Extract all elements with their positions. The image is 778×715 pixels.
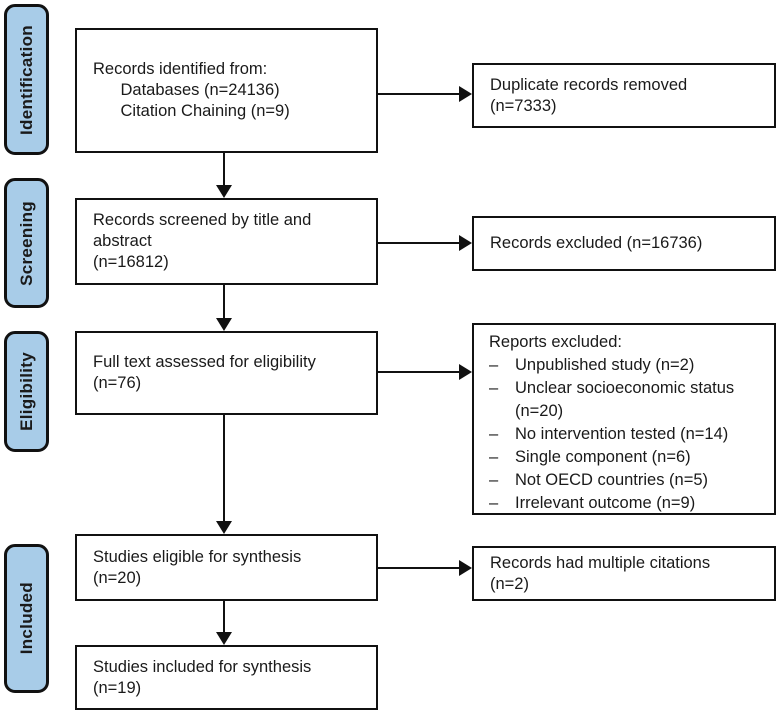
list-item-dash: – (489, 425, 499, 443)
box-studies-eligible-line2: (n=20) (93, 568, 142, 587)
list-item-text: Not OECD countries (n=5) (515, 471, 709, 489)
stage-label-eligibility: Eligibility (4, 331, 49, 452)
box-records-excluded-line1: Records excluded (n=16736) (490, 234, 703, 252)
list-item-dash: – (489, 356, 499, 374)
arrow-eligible-to-included-line (223, 601, 225, 632)
box-fulltext-assessed-line1: Full text assessed for eligibility (93, 353, 316, 371)
box-records-screened-line1: Records screened by title and (93, 211, 312, 229)
arrow-to-reports-excluded-head (459, 364, 472, 380)
stage-label-included-text: Included (16, 582, 36, 655)
box-studies-included-line2: (n=19) (93, 678, 142, 697)
list-item-text: No intervention tested (n=14) (515, 425, 729, 443)
box-multiple-citations-line1: Records had multiple citations (490, 553, 711, 572)
stage-label-identification: Identification (4, 4, 49, 155)
list-item-text: Unpublished study (n=2) (515, 356, 695, 374)
box-fulltext-assessed-line2: (n=76) (93, 374, 142, 392)
list-item-dash: – (489, 494, 499, 512)
stage-label-identification-text: Identification (16, 24, 36, 135)
arrow-eligible-to-included-head (216, 632, 232, 645)
arrow-screened-to-fulltext-line (223, 285, 225, 318)
list-item: – Irrelevant outcome (n=9) (489, 492, 768, 515)
list-item-text: Single component (n=6) (515, 448, 691, 466)
arrow-to-duplicates-head (459, 86, 472, 102)
box-studies-included-line1: Studies included for synthesis (93, 657, 312, 676)
list-item-dash: – (489, 379, 499, 397)
stage-label-screening: Screening (4, 178, 49, 308)
list-item-dash: – (489, 471, 499, 489)
list-item: – Unpublished study (n=2) (489, 354, 768, 377)
arrow-to-multiple-citations-line (378, 567, 459, 569)
arrow-to-reports-excluded-line (378, 371, 459, 373)
stage-label-eligibility-text: Eligibility (16, 352, 36, 431)
box-multiple-citations-line2: (n=2) (490, 574, 529, 593)
box-duplicates-removed-line2: (n=7333) (490, 96, 557, 115)
box-duplicates-removed-line1: Duplicate records removed (490, 75, 688, 94)
box-multiple-citations: Records had multiple citations (n=2) (472, 546, 776, 601)
box-reports-excluded-title: Reports excluded: (489, 333, 622, 351)
box-records-excluded: Records excluded (n=16736) (472, 216, 776, 271)
list-item: – Single component (n=6) (489, 446, 768, 469)
box-studies-eligible-line1: Studies eligible for synthesis (93, 547, 302, 566)
list-item: – Not OECD countries (n=5) (489, 469, 768, 492)
arrow-to-records-excluded-head (459, 235, 472, 251)
arrow-fulltext-to-eligible-line (223, 415, 225, 521)
arrow-to-duplicates-line (378, 93, 459, 95)
list-item-text: Unclear socioeconomic status (n=20) (515, 379, 735, 420)
list-item-text: Irrelevant outcome (n=9) (515, 494, 696, 512)
box-records-screened-line3: (n=16812) (93, 253, 169, 271)
box-records-screened: Records screened by title and abstract (… (75, 198, 378, 285)
list-item: – No intervention tested (n=14) (489, 423, 768, 446)
arrow-identified-to-screened-head (216, 185, 232, 198)
arrow-screened-to-fulltext-head (216, 318, 232, 331)
box-fulltext-assessed: Full text assessed for eligibility (n=76… (75, 331, 378, 415)
stage-label-included: Included (4, 544, 49, 693)
box-records-identified: Records identified from: Databases (n=24… (75, 28, 378, 153)
list-item: – Unclear socioeconomic status (n=20) (489, 377, 768, 423)
box-records-identified-line2: Databases (n=24136) (93, 81, 280, 99)
box-records-identified-line3: Citation Chaining (n=9) (93, 102, 290, 120)
box-records-screened-line2: abstract (93, 232, 152, 250)
arrow-fulltext-to-eligible-head (216, 521, 232, 534)
box-duplicates-removed: Duplicate records removed (n=7333) (472, 63, 776, 128)
arrow-to-records-excluded-line (378, 242, 459, 244)
arrow-identified-to-screened-line (223, 153, 225, 185)
box-records-identified-line1: Records identified from: (93, 60, 268, 78)
list-item-dash: – (489, 448, 499, 466)
box-studies-eligible: Studies eligible for synthesis (n=20) (75, 534, 378, 601)
stage-label-screening-text: Screening (16, 200, 36, 286)
box-studies-included: Studies included for synthesis (n=19) (75, 645, 378, 710)
arrow-to-multiple-citations-head (459, 560, 472, 576)
box-reports-excluded: Reports excluded: – Unpublished study (n… (472, 323, 776, 515)
